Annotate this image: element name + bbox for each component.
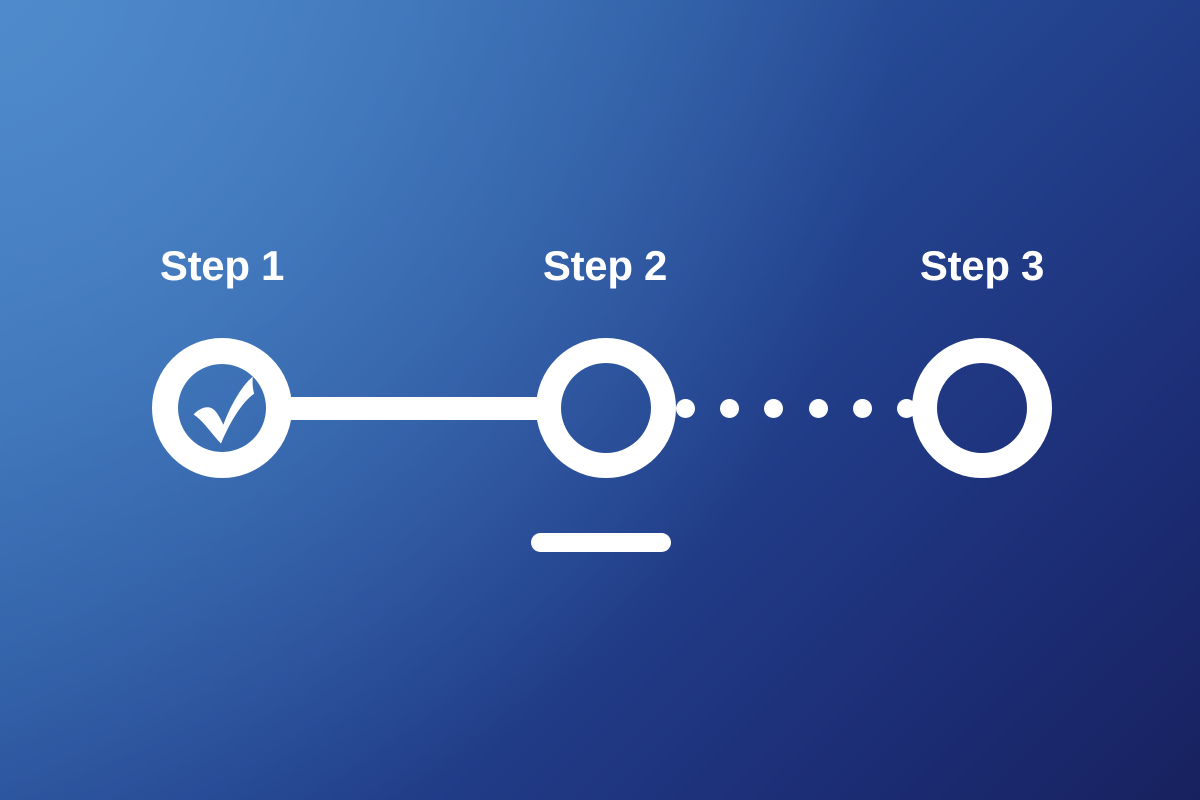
active-step-indicator [531,533,671,552]
connector-dot [808,399,828,418]
connector-dot [676,399,695,418]
connector-step2-step3 [676,399,916,418]
step-label-3: Step 3 [919,242,1045,289]
step-node-2[interactable] [536,338,676,478]
step-label-1: Step 1 [159,242,285,289]
step-node-1[interactable] [152,338,292,478]
check-icon [193,376,255,444]
connector-dot [896,399,916,418]
connector-dot [764,399,784,418]
connector-step1-step2 [272,397,552,420]
connector-dot [720,399,740,418]
step-node-3[interactable] [912,338,1052,478]
step-label-2: Step 2 [542,242,668,289]
connector-dot [852,399,872,418]
step-circle-2 [536,338,676,478]
step-circle-3 [912,338,1052,478]
